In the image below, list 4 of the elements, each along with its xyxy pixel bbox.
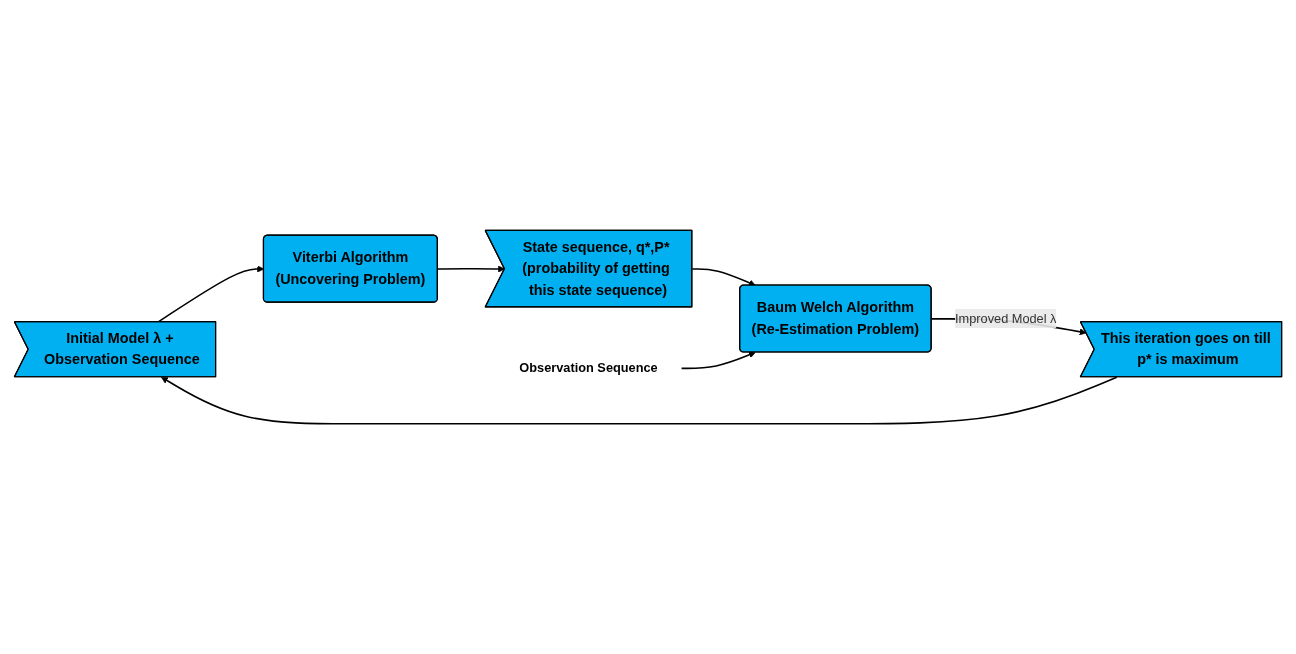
edge-label: Improved Model λ [955,311,1057,325]
arrow [161,376,1118,425]
node-text: Observation Sequence [519,361,658,375]
arrow [680,351,756,370]
